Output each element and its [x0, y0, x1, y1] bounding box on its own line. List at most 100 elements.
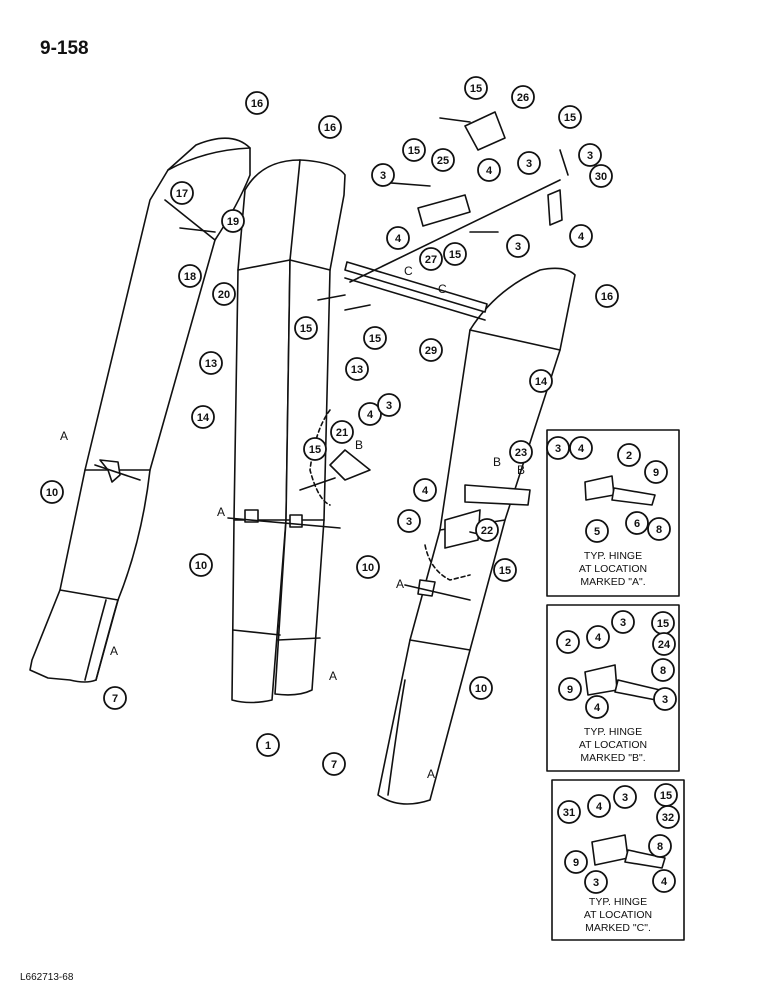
callout-4: 4: [569, 224, 593, 248]
callout-14: 14: [191, 405, 215, 429]
inset-c-line2: AT LOCATION: [583, 909, 653, 921]
svg-text:3: 3: [587, 150, 593, 162]
location-letter-b: B: [517, 463, 525, 477]
svg-text:3: 3: [380, 170, 386, 182]
callout-4: 4: [586, 625, 610, 649]
right-boot-assembly: [377, 267, 576, 805]
callout-15: 15: [651, 611, 675, 635]
callout-3: 3: [613, 785, 637, 809]
callout-4: 4: [569, 436, 593, 460]
svg-text:4: 4: [422, 485, 429, 497]
svg-text:16: 16: [601, 291, 613, 303]
svg-text:4: 4: [486, 165, 493, 177]
location-letter-a: A: [110, 644, 118, 658]
callout-2: 2: [556, 630, 580, 654]
svg-text:14: 14: [535, 376, 548, 388]
location-letter-c: C: [404, 264, 413, 278]
callout-2: 2: [617, 443, 641, 467]
svg-text:20: 20: [218, 289, 230, 301]
callout-3: 3: [371, 163, 395, 187]
svg-text:3: 3: [593, 877, 599, 889]
drawing-reference-code: L662713-68: [20, 972, 74, 983]
callout-13: 13: [199, 351, 223, 375]
callout-3: 3: [584, 870, 608, 894]
svg-text:8: 8: [657, 841, 663, 853]
callout-3: 3: [377, 393, 401, 417]
callout-4: 4: [477, 158, 501, 182]
svg-text:21: 21: [336, 427, 348, 439]
svg-text:9: 9: [573, 857, 579, 869]
svg-text:4: 4: [578, 231, 585, 243]
callout-18: 18: [178, 264, 202, 288]
svg-text:16: 16: [251, 98, 263, 110]
callout-10: 10: [469, 676, 493, 700]
inset-a-line1: TYP. HINGE: [583, 550, 643, 562]
svg-text:1: 1: [265, 740, 271, 752]
callout-6: 6: [625, 511, 649, 535]
svg-text:3: 3: [620, 617, 626, 629]
svg-text:4: 4: [594, 702, 601, 714]
svg-text:8: 8: [660, 665, 666, 677]
svg-text:3: 3: [526, 158, 532, 170]
callout-8: 8: [647, 517, 671, 541]
callout-16: 16: [318, 115, 342, 139]
inset-a-line2: AT LOCATION: [578, 563, 648, 575]
location-letter-b: B: [355, 438, 363, 452]
callout-15: 15: [303, 437, 327, 461]
inset-b-line2: AT LOCATION: [578, 739, 648, 751]
location-letter-a: A: [217, 505, 225, 519]
callout-15: 15: [363, 326, 387, 350]
svg-text:3: 3: [555, 443, 561, 455]
svg-text:3: 3: [386, 400, 392, 412]
callout-3: 3: [611, 610, 635, 634]
svg-text:15: 15: [470, 83, 482, 95]
callout-8: 8: [651, 658, 675, 682]
svg-text:3: 3: [662, 694, 668, 706]
svg-text:24: 24: [658, 639, 671, 651]
svg-text:13: 13: [351, 364, 363, 376]
svg-text:10: 10: [46, 487, 58, 499]
location-letter-b: B: [493, 455, 501, 469]
callout-8: 8: [648, 834, 672, 858]
callout-15: 15: [654, 783, 678, 807]
svg-text:15: 15: [300, 323, 312, 335]
inset-b-line1: TYP. HINGE: [583, 726, 643, 738]
callout-9: 9: [558, 677, 582, 701]
svg-text:15: 15: [564, 112, 576, 124]
svg-text:9: 9: [567, 684, 573, 696]
callout-20: 20: [212, 282, 236, 306]
svg-text:4: 4: [661, 876, 668, 888]
svg-text:19: 19: [227, 216, 239, 228]
svg-text:7: 7: [112, 693, 118, 705]
svg-text:4: 4: [578, 443, 585, 455]
location-letter-a: A: [427, 767, 435, 781]
callout-3: 3: [506, 234, 530, 258]
callout-9: 9: [564, 850, 588, 874]
callout-3: 3: [546, 436, 570, 460]
svg-text:8: 8: [656, 524, 662, 536]
callout-16: 16: [595, 284, 619, 308]
svg-text:3: 3: [622, 792, 628, 804]
callout-21: 21: [330, 420, 354, 444]
callout-23: 23: [509, 440, 533, 464]
svg-text:7: 7: [331, 759, 337, 771]
svg-text:15: 15: [657, 618, 669, 630]
svg-text:18: 18: [184, 271, 196, 283]
callout-13: 13: [345, 357, 369, 381]
callout-26: 26: [511, 85, 535, 109]
callout-15: 15: [558, 105, 582, 129]
svg-text:26: 26: [517, 92, 529, 104]
callout-15: 15: [402, 138, 426, 162]
svg-text:3: 3: [406, 516, 412, 528]
callout-25: 25: [431, 148, 455, 172]
svg-text:22: 22: [481, 525, 493, 537]
callout-4: 4: [585, 695, 609, 719]
left-boot-assembly: [29, 137, 251, 683]
callout-4: 4: [587, 794, 611, 818]
svg-text:15: 15: [408, 145, 420, 157]
cross-brace: [344, 179, 561, 321]
callout-15: 15: [464, 76, 488, 100]
svg-text:27: 27: [425, 254, 437, 266]
callout-31: 31: [557, 800, 581, 824]
inset-a-caption: TYP. HINGE AT LOCATION MARKED "A".: [547, 550, 679, 589]
